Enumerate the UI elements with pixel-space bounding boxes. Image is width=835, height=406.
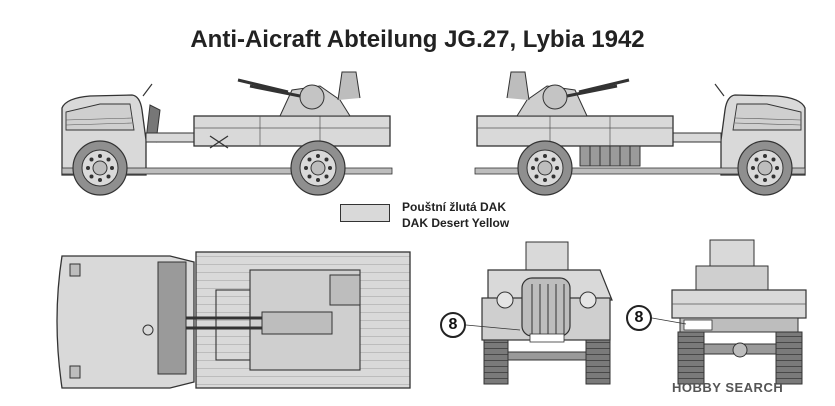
- callout-rear: 8: [626, 305, 652, 331]
- rear-view: [651, 239, 807, 385]
- front-view: [465, 241, 613, 385]
- diagram-title: Anti-Aicraft Abteilung JG.27, Lybia 1942: [190, 26, 645, 53]
- side-view-left: [61, 71, 393, 196]
- watermark: HOBBY SEARCH: [672, 380, 784, 395]
- color-swatch: [340, 204, 390, 222]
- legend-czech: Pouštní žlutá DAK: [402, 200, 506, 214]
- callout-front: 8: [440, 312, 466, 338]
- top-view: [56, 251, 411, 389]
- side-view-right: [474, 71, 806, 196]
- legend-english: DAK Desert Yellow: [402, 216, 510, 230]
